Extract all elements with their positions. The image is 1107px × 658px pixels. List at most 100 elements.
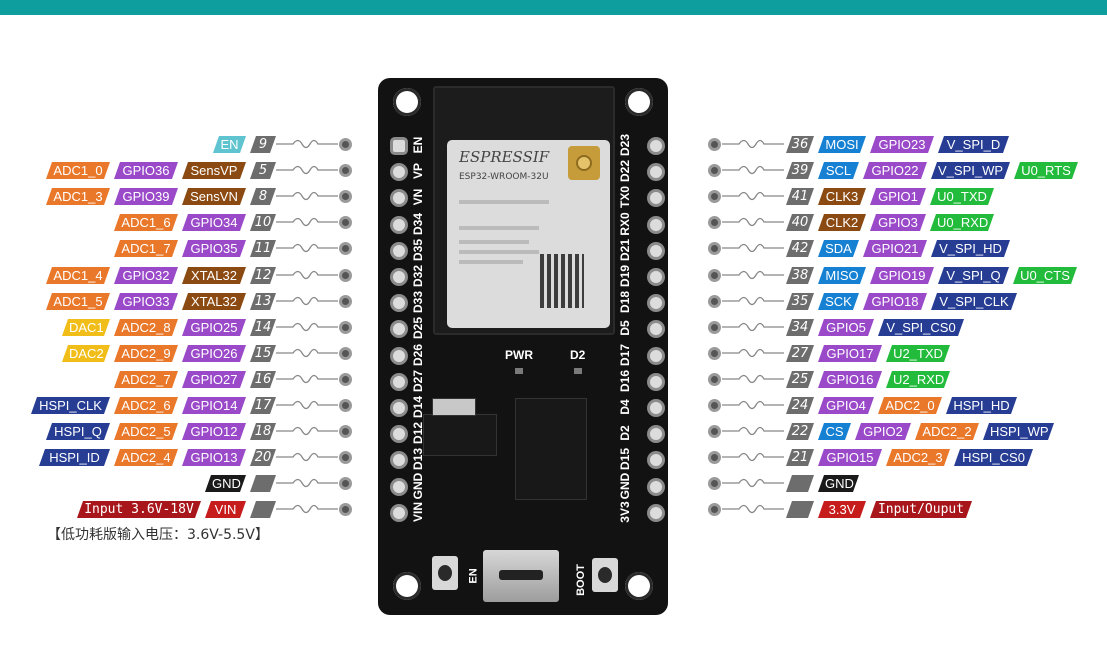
connector-wire (276, 426, 338, 436)
pin-function-label: CLK2 (818, 214, 866, 231)
header-pin-icon (650, 323, 662, 335)
connector-wire (722, 270, 784, 280)
pin-number: 14 (250, 319, 276, 336)
connector-wire (276, 504, 338, 514)
pin-function-label: MOSI (818, 136, 866, 153)
micro-usb-port[interactable] (483, 550, 559, 602)
pin-number: 18 (250, 423, 276, 440)
pin-function-label: HSPI_CS0 (954, 449, 1033, 466)
pin-function-label: ADC1_5 (46, 293, 110, 310)
pin-number: 41 (786, 188, 814, 205)
connector-wire (722, 374, 784, 384)
pin-function-label: ADC2_3 (886, 449, 950, 466)
header-pin-icon (393, 350, 405, 362)
mount-hole-icon (625, 88, 653, 116)
pin-function-label: ADC2_2 (915, 423, 979, 440)
header-pin-icon (650, 350, 662, 362)
header-pin-icon (393, 219, 405, 231)
pin-function-label: U2_RXD (886, 371, 950, 388)
module-fine-print (459, 250, 539, 254)
pin-function-label: GPIO21 (863, 240, 927, 257)
en-button[interactable] (432, 556, 458, 590)
pin-dot-icon (339, 425, 352, 438)
pin-function-label: DAC2 (62, 345, 110, 362)
pin-dot-icon (708, 477, 721, 490)
pin-function-label: GPIO12 (182, 423, 246, 440)
header-pin-icon (650, 297, 662, 309)
pin-function-label: ADC2_8 (114, 319, 178, 336)
pin-function-label: GPIO35 (182, 240, 246, 257)
pin-function-label: HSPI_ID (39, 449, 110, 466)
pin-function-label: GPIO17 (818, 345, 882, 362)
pin-function-label: XTAL32 (182, 267, 246, 284)
pin-function-label: ADC2_7 (114, 371, 178, 388)
pin-function-label: GPIO4 (818, 397, 874, 414)
voltage-regulator-chip (423, 414, 497, 456)
pin-dot-icon (339, 321, 352, 334)
pin-dot-icon (708, 373, 721, 386)
regulator-tab (432, 398, 476, 416)
pin-function-label: GPIO32 (114, 267, 178, 284)
pin-number: 27 (786, 345, 814, 362)
header-pin-icon (650, 507, 662, 519)
header-pin-icon (393, 192, 405, 204)
connector-wire (722, 165, 784, 175)
boot-button[interactable] (592, 558, 618, 592)
pin-dot-icon (708, 190, 721, 203)
pin-dot-icon (339, 242, 352, 255)
usb-uart-chip (515, 398, 587, 500)
pin-dot-icon (339, 347, 352, 360)
pin-function-label: GPIO13 (182, 449, 246, 466)
header-pin-icon (650, 376, 662, 388)
pin-number: 35 (786, 293, 814, 310)
header-pin-icon (650, 481, 662, 493)
header-pin-icon (393, 507, 405, 519)
module-fine-print (459, 260, 523, 264)
antenna-connector-icon (568, 146, 600, 180)
pin-dot-icon (708, 347, 721, 360)
header-pin-icon (393, 271, 405, 283)
pin-function-label: VIN (205, 501, 246, 518)
pin-dot-icon (708, 242, 721, 255)
pin-function-label: GPIO5 (818, 319, 874, 336)
pin-function-label: GPIO27 (182, 371, 246, 388)
pin-number (786, 501, 814, 518)
pin-number: 36 (786, 136, 814, 153)
header-pin-icon (393, 481, 405, 493)
pin-function-label: Input 3.6V-18V (77, 501, 201, 518)
connector-wire (276, 217, 338, 227)
pin-function-label: GPIO2 (855, 423, 911, 440)
pin-dot-icon (339, 216, 352, 229)
pin-function-label: GPIO15 (818, 449, 882, 466)
header-pin-icon (650, 219, 662, 231)
pin-function-label: SCK (818, 293, 859, 310)
pin-function-label: GPIO18 (863, 293, 927, 310)
pin-number: 42 (786, 240, 814, 257)
pin-dot-icon (708, 425, 721, 438)
pin-function-label: Input/Ouput (870, 501, 972, 518)
d2-led-label: D2 (570, 348, 586, 362)
pin-function-label: ADC1_4 (46, 267, 110, 284)
connector-wire (276, 270, 338, 280)
pin-function-label: GPIO34 (182, 214, 246, 231)
module-brand: ESPRESSIF (459, 148, 550, 166)
pin-function-label: SDA (818, 240, 859, 257)
pin-dot-icon (708, 451, 721, 464)
header-pin-icon (650, 428, 662, 440)
pin-function-label: GPIO3 (870, 214, 926, 231)
pin-function-label: GPIO14 (182, 397, 246, 414)
pin-function-label: V_SPI_CS0 (878, 319, 964, 336)
pin-number: 40 (786, 214, 814, 231)
pin-function-label: U0_CTS (1013, 267, 1077, 284)
pin-number: 10 (250, 214, 276, 231)
pin-function-label: GPIO36 (114, 162, 178, 179)
pin-dot-icon (339, 503, 352, 516)
connector-wire (276, 165, 338, 175)
header-pin-icon (650, 454, 662, 466)
header-pin-icon (393, 323, 405, 335)
pin-function-label: GPIO1 (870, 188, 926, 205)
connector-wire (722, 478, 784, 488)
pin-function-label: GPIO25 (182, 319, 246, 336)
pin-number: 20 (250, 449, 276, 466)
top-banner-bar (0, 0, 1107, 15)
